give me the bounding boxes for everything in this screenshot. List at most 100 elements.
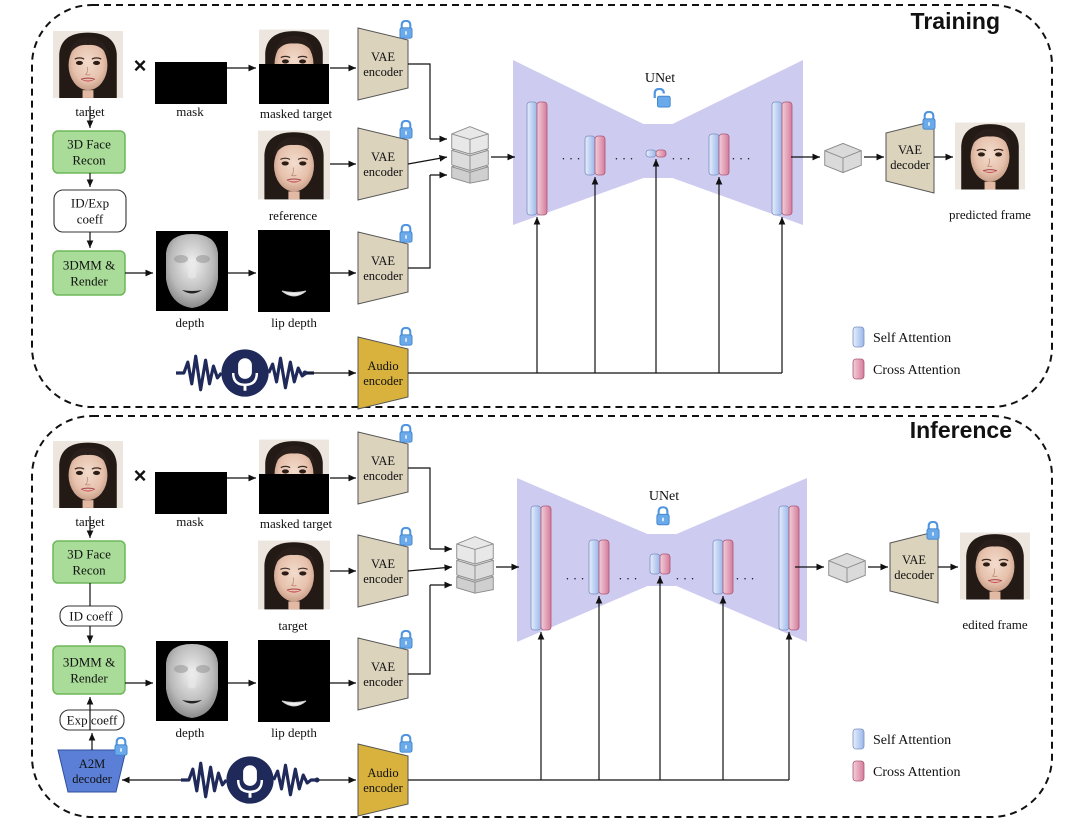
audio-encoder-label-line: Audio (367, 766, 398, 780)
reference-face-image (258, 539, 330, 611)
masked-target-encoder-shape (357, 27, 409, 101)
depth-label: depth (176, 315, 205, 330)
unet-shape (513, 60, 803, 225)
microphone-waveform-icon (181, 755, 319, 805)
unet-label: UNet (645, 71, 675, 86)
training-title: Training (911, 8, 1000, 34)
depth-encoder-lock-icon (399, 224, 413, 243)
output-label: edited frame (962, 617, 1028, 632)
audio-encoder-label-line: encoder (363, 781, 403, 795)
cross-attention-block (722, 539, 734, 595)
depth-image (156, 231, 228, 311)
masked-target-encoder-lock-icon (399, 424, 413, 443)
cross-attention-label: Cross Attention (873, 363, 961, 378)
lip-shape (281, 700, 307, 707)
reference-encoder-label-line: VAE (371, 557, 395, 571)
unet-block-inner-left (584, 135, 606, 176)
reference-encoder-label-line: VAE (371, 150, 395, 164)
render-box-box (52, 645, 126, 695)
cross-attention-block (781, 101, 793, 216)
vae-decoder-shape (885, 120, 935, 194)
latent-stack-icon (456, 536, 494, 594)
render-box: 3DMM &Render (52, 645, 126, 695)
connector (408, 585, 431, 675)
face-recon-box-label-line: 3D Face (67, 547, 111, 562)
cross-attention-block (536, 101, 548, 216)
face-recon-box-label-line: Recon (72, 152, 106, 167)
self-attention-block (712, 539, 724, 595)
exp-coeff-box-label: Exp coeff (67, 713, 118, 728)
target-face-image (53, 440, 123, 509)
cross-attention-block (594, 135, 606, 176)
audio-encoder-lock-icon (399, 734, 413, 753)
a2m-lock-icon (114, 737, 128, 756)
self-attention-block (778, 505, 790, 631)
exp-coeff-box-label-line: Exp coeff (67, 713, 118, 728)
cross-attention-block (718, 133, 730, 176)
depth-encoder-shape (357, 637, 409, 711)
self-attention-swatch (852, 326, 865, 348)
unet-block-outer-left (526, 101, 548, 216)
depth-encoder-shape (357, 231, 409, 305)
unet-block-bottleneck (649, 553, 671, 575)
reference-encoder-shape (357, 534, 409, 608)
a2m-label-line: A2M (79, 757, 105, 771)
unet-block-bottleneck (645, 149, 667, 158)
face-recon-box-label-line: 3D Face (67, 137, 111, 152)
self-attention-block (771, 101, 783, 216)
ellipsis-dots-1: · · · (618, 571, 638, 586)
unet-unlock-icon (653, 88, 672, 108)
vae-decoder-label-line: VAE (902, 553, 926, 567)
exp-coeff-box-box (59, 709, 125, 731)
unet-label: UNet (649, 489, 679, 504)
ellipsis-dots-2: · · · (671, 151, 691, 166)
masked-target-encoder-shape (357, 431, 409, 505)
inference-title: Inference (910, 417, 1012, 443)
unet-lock-icon (656, 506, 670, 526)
vae-decoder-lock-icon (922, 111, 936, 130)
reference-encoder-shape (357, 127, 409, 201)
multiply-icon: × (134, 463, 147, 488)
vae-decoder-label-line: decoder (890, 158, 930, 172)
masked-target-encoder-lock-icon (399, 20, 413, 39)
audio-encoder-shape (357, 336, 409, 410)
self-attention-block (584, 135, 596, 176)
audio-dot (314, 777, 320, 783)
ellipsis-dots-2: · · · (675, 571, 695, 586)
id-coeff-box-box (59, 605, 123, 627)
depth-encoder-label-line: encoder (363, 269, 403, 283)
masked-target-mask (259, 64, 329, 104)
a2m-label-line: decoder (72, 772, 112, 786)
vae-decoder-shape (889, 530, 939, 604)
output-face-image (955, 121, 1025, 191)
face-recon-box-box (52, 540, 126, 584)
arrow (407, 155, 448, 165)
lip-depth-label: lip depth (271, 315, 317, 330)
exp-coeff-box: Exp coeff (59, 709, 125, 731)
masked-target-encoder-label-line: VAE (371, 454, 395, 468)
id-coeff-box-label: ID coeff (69, 609, 113, 624)
unet-block-outer-right (778, 505, 800, 631)
output-face-image (960, 531, 1030, 601)
connector (408, 467, 431, 549)
vae-decoder-lock-icon (926, 521, 940, 540)
output-label: predicted frame (949, 207, 1031, 222)
